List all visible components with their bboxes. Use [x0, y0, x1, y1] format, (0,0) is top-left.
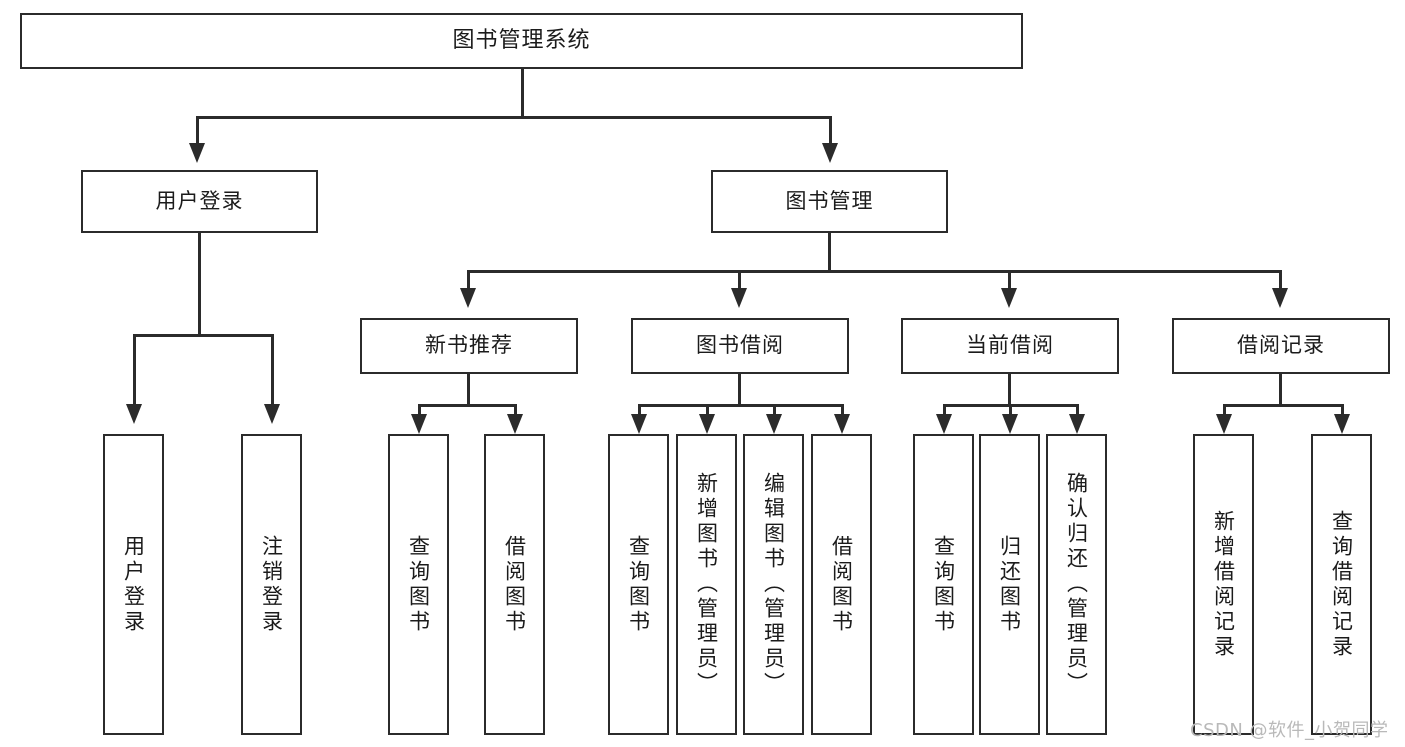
arrow-to-br-leaf-1 — [1216, 414, 1232, 434]
node-current-borrow[interactable]: 当前借阅 — [901, 318, 1119, 374]
arrow-to-cb-leaf-2 — [1002, 414, 1018, 434]
connector-user-login-bar — [133, 334, 273, 337]
node-user-login[interactable]: 用户登录 — [81, 170, 318, 233]
arrow-to-book-management — [822, 143, 838, 163]
connector-book-management-bar — [467, 270, 1281, 273]
arrow-to-user-login — [189, 143, 205, 163]
connector-cb-stem — [1008, 374, 1011, 406]
leaf-user-login[interactable]: 用户登录 — [103, 434, 164, 735]
leaf-cb-confirm-return-admin[interactable]: 确认归还（管理员） — [1046, 434, 1107, 735]
connector-bb-drop-4 — [841, 404, 844, 418]
arrow-to-nbr-leaf-1 — [411, 414, 427, 434]
connector-nbr-stem — [467, 374, 470, 406]
leaf-logout[interactable]: 注销登录 — [241, 434, 302, 735]
node-borrow-record[interactable]: 借阅记录 — [1172, 318, 1390, 374]
arrow-to-bb-leaf-4 — [834, 414, 850, 434]
arrow-to-new-book-recommend — [460, 288, 476, 308]
connector-book-management-stem — [828, 233, 831, 273]
leaf-nbr-borrow-book[interactable]: 借阅图书 — [484, 434, 545, 735]
arrow-to-br-leaf-2 — [1334, 414, 1350, 434]
connector-user-login-drop-2 — [271, 334, 274, 406]
leaf-br-add-record[interactable]: 新增借阅记录 — [1193, 434, 1254, 735]
arrow-to-cb-leaf-3 — [1069, 414, 1085, 434]
connector-bb-drop-1 — [638, 404, 641, 418]
leaf-bb-query-book[interactable]: 查询图书 — [608, 434, 669, 735]
connector-bb-drop-2 — [706, 404, 709, 418]
connector-bb-stem — [738, 374, 741, 406]
leaf-cb-return-book[interactable]: 归还图书 — [979, 434, 1040, 735]
connector-user-login-drop-1 — [133, 334, 136, 406]
connector-cb-drop-2 — [1009, 404, 1012, 418]
arrow-to-nbr-leaf-2 — [507, 414, 523, 434]
connector-user-login-stem — [198, 233, 201, 336]
arrow-to-user-login-leaf — [126, 404, 142, 424]
connector-root-stem — [521, 69, 524, 118]
node-root-library-management-system[interactable]: 图书管理系统 — [20, 13, 1023, 69]
arrow-to-book-borrow — [731, 288, 747, 308]
connector-bm-drop-4 — [1279, 270, 1282, 290]
connector-bm-drop-2 — [738, 270, 741, 290]
leaf-br-query-record[interactable]: 查询借阅记录 — [1311, 434, 1372, 735]
leaf-cb-query-book[interactable]: 查询图书 — [913, 434, 974, 735]
arrow-to-bb-leaf-3 — [766, 414, 782, 434]
arrow-to-cb-leaf-1 — [936, 414, 952, 434]
arrow-to-borrow-record — [1272, 288, 1288, 308]
connector-bb-drop-3 — [773, 404, 776, 418]
connector-nbr-drop-2 — [514, 404, 517, 418]
connector-bm-drop-3 — [1008, 270, 1011, 290]
leaf-bb-borrow-book[interactable]: 借阅图书 — [811, 434, 872, 735]
node-new-book-recommend[interactable]: 新书推荐 — [360, 318, 578, 374]
connector-cb-drop-3 — [1076, 404, 1079, 418]
leaf-bb-edit-book-admin[interactable]: 编辑图书（管理员） — [743, 434, 804, 735]
arrow-to-current-borrow — [1001, 288, 1017, 308]
connector-br-drop-2 — [1341, 404, 1344, 418]
connector-root-bar — [196, 116, 832, 119]
connector-root-drop-left — [196, 116, 199, 146]
arrow-to-bb-leaf-1 — [631, 414, 647, 434]
connector-br-stem — [1279, 374, 1282, 406]
connector-nbr-bar — [418, 404, 517, 407]
connector-nbr-drop-1 — [418, 404, 421, 418]
connector-root-drop-right — [829, 116, 832, 146]
node-book-management[interactable]: 图书管理 — [711, 170, 948, 233]
connector-bb-bar — [638, 404, 843, 407]
arrow-to-bb-leaf-2 — [699, 414, 715, 434]
leaf-bb-add-book-admin[interactable]: 新增图书（管理员） — [676, 434, 737, 735]
connector-br-bar — [1223, 404, 1344, 407]
leaf-nbr-query-book[interactable]: 查询图书 — [388, 434, 449, 735]
connector-bm-drop-1 — [467, 270, 470, 290]
connector-br-drop-1 — [1223, 404, 1226, 418]
arrow-to-logout-leaf — [264, 404, 280, 424]
connector-cb-drop-1 — [943, 404, 946, 418]
node-book-borrow[interactable]: 图书借阅 — [631, 318, 849, 374]
